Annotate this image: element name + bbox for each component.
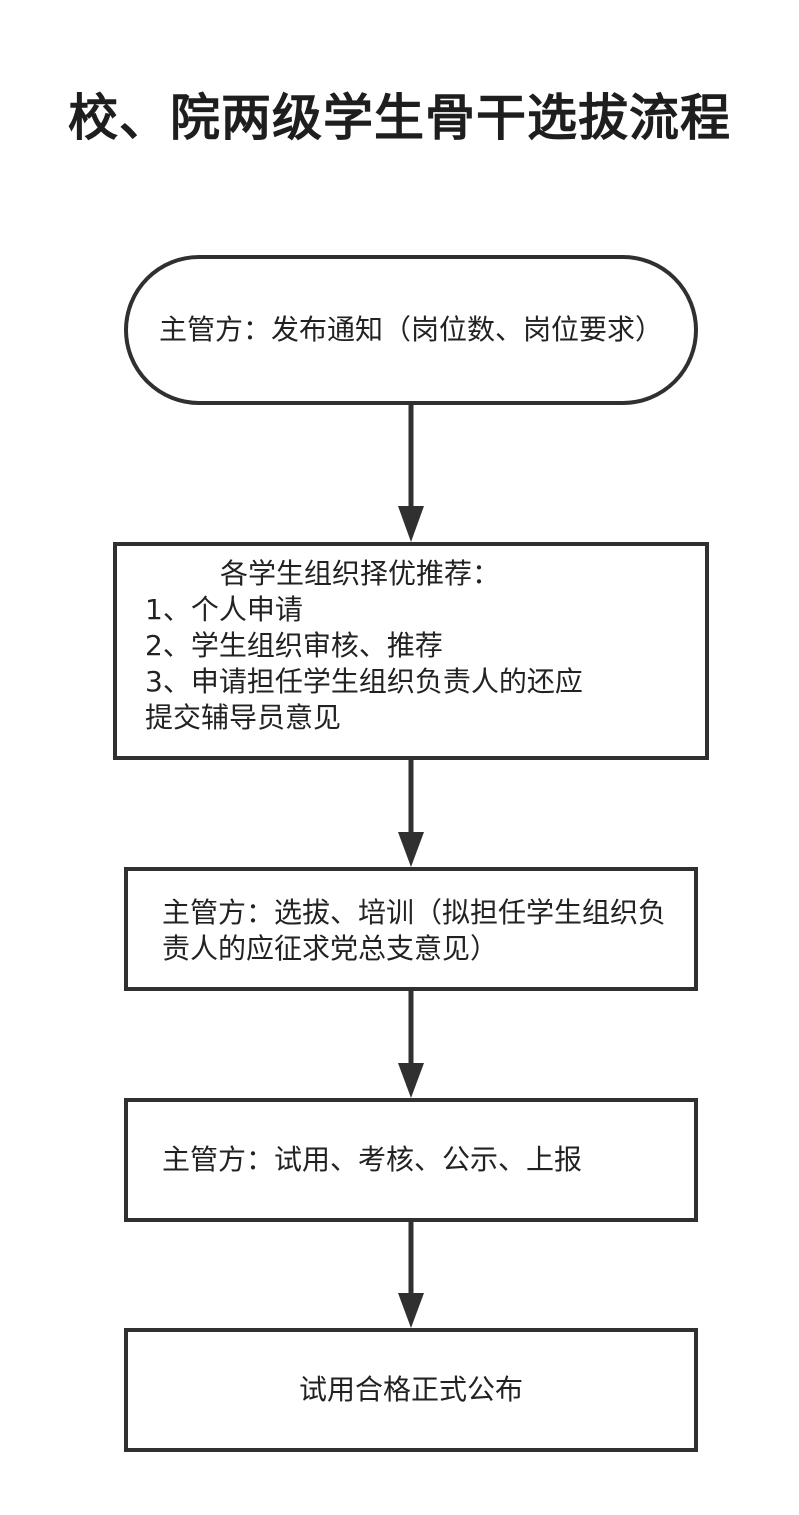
recommend-node: 各学生组织择优推荐： 1、个人申请 2、学生组织审核、推荐 3、申请担任学生组织…	[113, 542, 709, 760]
arrowhead-4	[398, 1293, 424, 1328]
arrowhead-1	[398, 506, 424, 542]
recommend-line-4: 提交辅导员意见	[145, 701, 342, 734]
start-node: 主管方：发布通知（岗位数、岗位要求）	[124, 255, 698, 405]
publish-node-label: 试用合格正式公布	[298, 1373, 523, 1406]
publish-node: 试用合格正式公布	[124, 1328, 698, 1452]
selection-node: 主管方：选拔、培训（拟担任学生组织负责人的应征求党总支意见）	[124, 867, 698, 991]
trial-node: 主管方：试用、考核、公示、上报	[124, 1098, 698, 1222]
recommend-line-2: 2、学生组织审核、推荐	[145, 629, 443, 662]
arrowhead-3	[398, 1063, 424, 1098]
selection-node-label: 主管方：选拔、培训（拟担任学生组织负责人的应征求党总支意见）	[162, 896, 667, 965]
arrowhead-2	[398, 832, 424, 867]
recommend-heading: 各学生组织择优推荐：	[220, 557, 501, 590]
recommend-line-1: 1、个人申请	[145, 593, 303, 626]
trial-node-label: 主管方：试用、考核、公示、上报	[162, 1143, 583, 1176]
start-node-label: 主管方：发布通知（岗位数、岗位要求）	[158, 313, 663, 346]
recommend-line-3: 3、申请担任学生组织负责人的还应	[145, 665, 583, 698]
page-title: 校、院两级学生骨干选拔流程	[68, 89, 731, 147]
